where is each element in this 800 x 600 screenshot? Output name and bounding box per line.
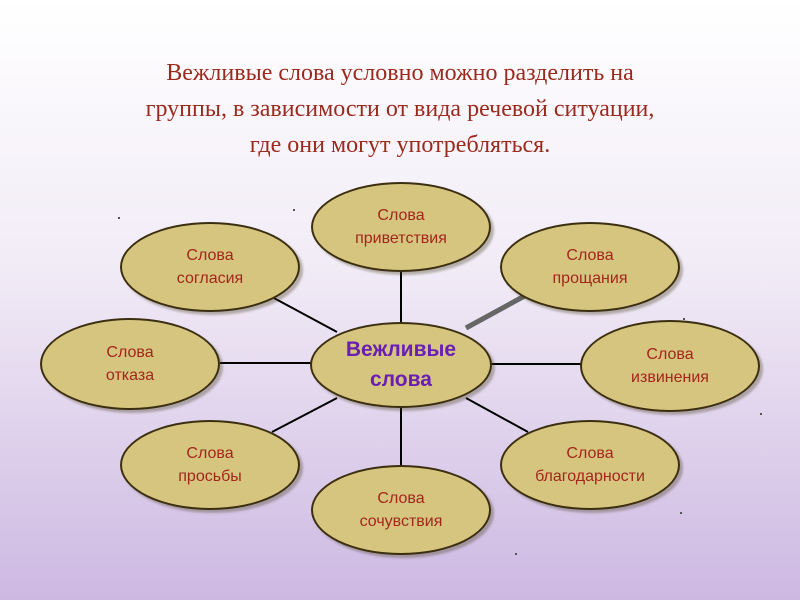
- node-request: Слова просьбы: [120, 420, 300, 510]
- center-node: Вежливые слова: [310, 322, 492, 408]
- connector-farewell: [464, 290, 532, 331]
- node-sympathy-line1: Слова: [377, 490, 425, 507]
- center-node-line1: Вежливые: [345, 338, 457, 361]
- title-line-2: группы, в зависимости от вида речевой си…: [145, 96, 655, 122]
- title-line-3: где они могут употребляться.: [249, 132, 551, 158]
- node-request-line2: просьбы: [178, 468, 242, 485]
- node-greeting-line1: Слова: [377, 207, 425, 224]
- node-apology: Слова извинения: [580, 320, 760, 412]
- title-line-1: Вежливые слова условно можно разделить н…: [166, 60, 634, 86]
- connector-agreement: [271, 296, 338, 333]
- center-node-line2: слова: [370, 368, 432, 391]
- decor-dot: [293, 209, 295, 211]
- node-request-line1: Слова: [186, 445, 234, 462]
- decor-dot: [760, 413, 762, 415]
- node-agreement-line2: согласия: [176, 270, 244, 287]
- decor-dot: [680, 512, 682, 514]
- slide-title: Вежливые слова условно можно разделить н…: [40, 55, 760, 163]
- node-agreement: Слова согласия: [120, 222, 300, 312]
- node-farewell-line2: прощания: [552, 270, 628, 287]
- node-refusal-line1: Слова: [106, 344, 154, 361]
- decor-dot: [683, 318, 685, 320]
- connector-gratitude: [465, 397, 529, 433]
- node-gratitude-line1: Слова: [566, 445, 614, 462]
- node-agreement-line1: Слова: [186, 247, 234, 264]
- node-sympathy-line2: сочувствия: [359, 513, 443, 530]
- node-gratitude-line2: благодарности: [535, 468, 645, 485]
- node-greeting-line2: приветствия: [355, 230, 447, 247]
- node-farewell-line1: Слова: [566, 247, 614, 264]
- node-greeting: Слова приветствия: [311, 182, 491, 272]
- node-refusal-line2: отказа: [105, 367, 155, 384]
- decor-dot: [118, 217, 120, 219]
- node-apology-line2: извинения: [631, 369, 709, 386]
- node-sympathy: Слова сочувствия: [311, 465, 491, 555]
- node-apology-line1: Слова: [646, 346, 694, 363]
- node-refusal: Слова отказа: [40, 318, 220, 410]
- node-farewell: Слова прощания: [500, 222, 680, 312]
- node-gratitude: Слова благодарности: [500, 420, 680, 510]
- decor-dot: [515, 553, 517, 555]
- connector-request: [271, 397, 338, 433]
